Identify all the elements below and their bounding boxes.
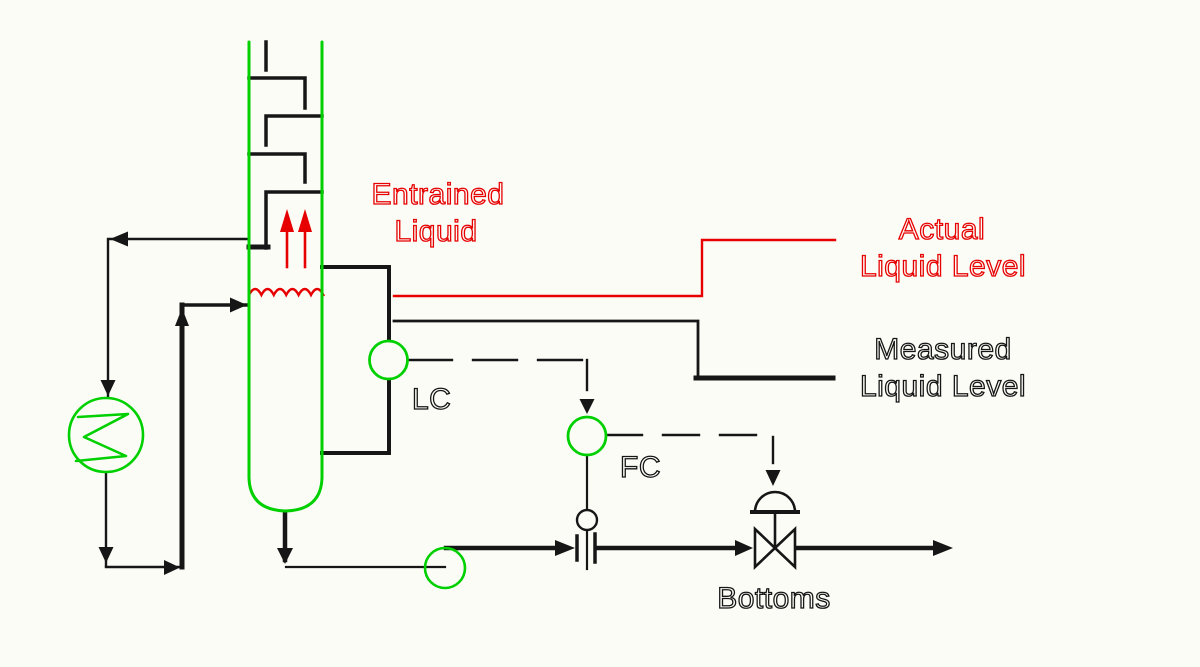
bottoms-label: Bottoms bbox=[717, 582, 831, 615]
fc-signal-line bbox=[604, 433, 775, 465]
orifice-tap-circle bbox=[575, 508, 599, 532]
flow-arrow-down-icon bbox=[277, 548, 293, 564]
flow-arrow-right-icon bbox=[230, 297, 247, 313]
pump-icon bbox=[423, 546, 467, 590]
drawoff-line bbox=[106, 237, 251, 398]
flow-arrow-right-icon bbox=[555, 540, 575, 556]
red-text-layer: Entrained Liquid Actual Liquid Level bbox=[371, 177, 1026, 283]
flow-arrow-down-icon bbox=[98, 547, 114, 563]
orifice-flow-element-icon bbox=[575, 451, 597, 571]
flow-arrow-right-icon bbox=[164, 560, 180, 575]
red-line-layer bbox=[247, 228, 837, 298]
valve-body-left bbox=[753, 525, 777, 571]
signal-arrow-down-icon bbox=[765, 470, 781, 486]
flow-arrow-down-icon bbox=[100, 380, 116, 396]
measured-level-label-line2: Liquid Level bbox=[860, 370, 1026, 403]
flow-controller-label: FC bbox=[620, 451, 661, 484]
valve-actuator-icon bbox=[753, 490, 797, 514]
green-equipment-layer bbox=[67, 40, 608, 590]
control-valve-icon bbox=[750, 490, 800, 571]
lc-signal-line bbox=[406, 358, 590, 392]
red-arrowhead-layer bbox=[280, 209, 312, 232]
actual-level-label-line2: Liquid Level bbox=[860, 250, 1026, 283]
entrained-liquid-label-line1: Entrained bbox=[372, 178, 505, 211]
flow-arrow-left-icon bbox=[110, 231, 128, 247]
signal-arrow-down-icon bbox=[579, 399, 595, 414]
actual-level-leader bbox=[392, 238, 837, 298]
liquid-froth-wave-icon bbox=[247, 287, 326, 298]
actual-level-label-line1: Actual bbox=[899, 213, 985, 246]
flow-controller-circle bbox=[566, 415, 608, 457]
flow-arrow-right-icon bbox=[933, 540, 953, 556]
flow-arrow-up-icon bbox=[175, 308, 189, 326]
entrained-liquid-label-line2: Liquid bbox=[394, 215, 477, 248]
measured-level-leader bbox=[392, 319, 836, 381]
bottoms-outlet-line bbox=[282, 509, 447, 569]
level-controller-label: LC bbox=[412, 383, 451, 416]
level-controller-circle bbox=[368, 339, 409, 381]
black-text-layer: Measured Liquid Level LC FC Bottoms bbox=[411, 332, 1026, 615]
heat-exchanger-icon bbox=[67, 396, 145, 474]
valve-body-right bbox=[773, 525, 797, 571]
measured-level-label-line1: Measured bbox=[874, 333, 1011, 366]
distillation-column-icon bbox=[247, 40, 324, 513]
vapor-arrowhead-icon bbox=[298, 209, 312, 232]
vapor-arrowhead-icon bbox=[280, 209, 294, 232]
column-tray-icon bbox=[246, 40, 324, 250]
black-arrowhead-layer bbox=[98, 231, 953, 575]
flow-arrow-right-icon bbox=[735, 540, 753, 556]
return-line bbox=[104, 302, 248, 570]
